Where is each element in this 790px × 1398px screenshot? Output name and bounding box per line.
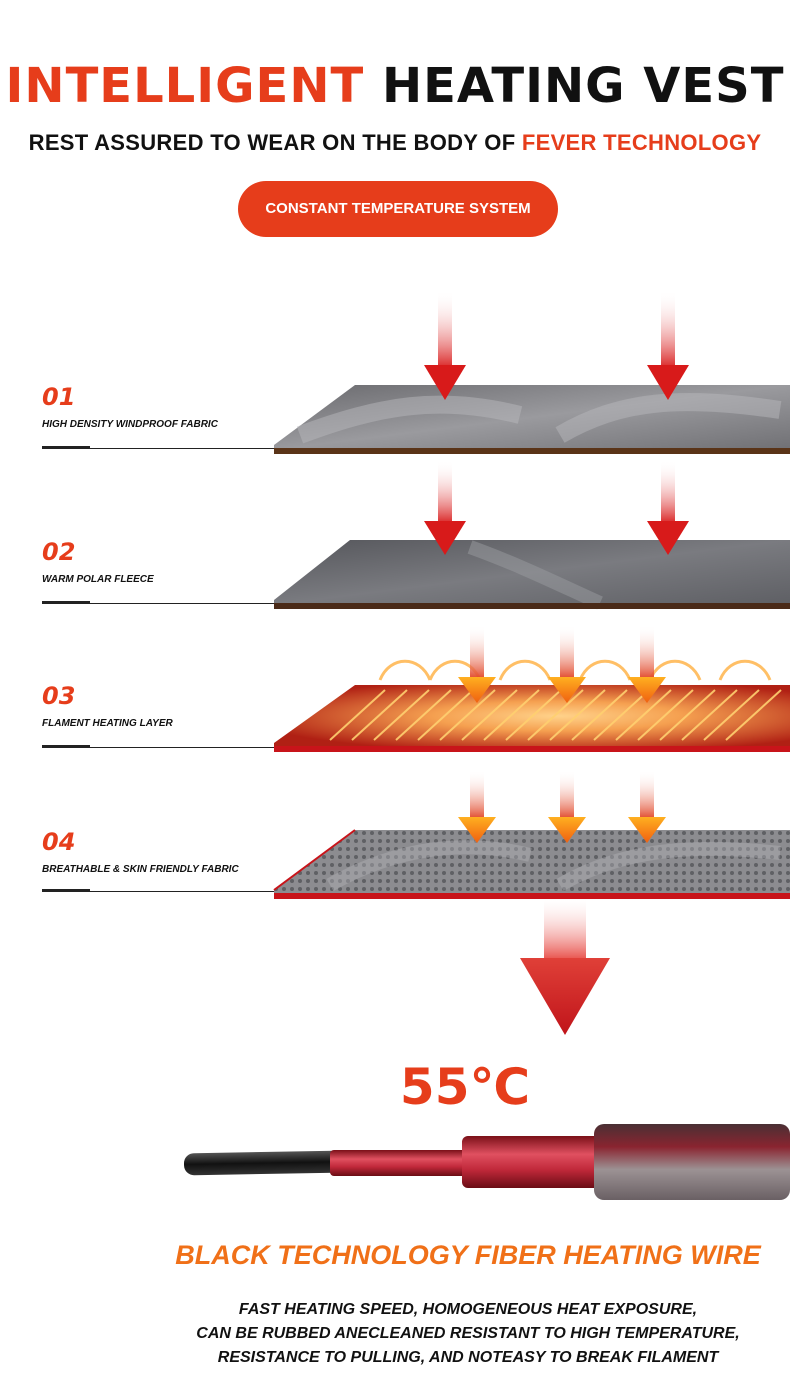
layer-number: 02 [42,538,76,566]
description-line: FAST HEATING SPEED, HOMOGENEOUS HEAT EXP… [238,1301,698,1318]
layer-divider-accent [42,601,90,604]
title-rest: HEATING VEST [381,58,785,114]
layer-diagram [273,290,790,899]
layer-number: 03 [42,682,76,710]
layer-divider-accent [42,745,90,748]
constant-temperature-pill: CONSTANT TEMPERATURE SYSTEM [238,181,558,237]
layer-label-1: 01 HIGH DENSITY WINDPROOF FABRIC [42,383,218,430]
subtitle-accent: FEVER TECHNOLOGY [521,130,762,155]
layer-label-4: 04 BREATHABLE & SKIN FRIENDLY FABRIC [42,828,239,875]
layer-divider [42,747,274,748]
layer-number: 04 [42,828,76,856]
layer-number: 01 [42,383,76,411]
temperature-readout: 55℃ [399,1058,531,1116]
layer-name: BREATHABLE & SKIN FRIENDLY FABRIC [42,864,239,875]
page-title: INTELLIGENT HEATING VEST [0,58,790,114]
layer-name: FLAMENT HEATING LAYER [42,718,173,729]
title-accent: INTELLIGENT [5,58,365,114]
layer-divider-accent [42,446,90,449]
layer-name: HIGH DENSITY WINDPROOF FABRIC [42,419,218,430]
heating-wire-image [183,1124,790,1200]
subtitle: REST ASSURED TO WEAR ON THE BODY OF FEVE… [0,130,790,156]
layer-name: WARM POLAR FLEECE [42,574,154,585]
layer-divider [42,448,274,449]
layer-divider [42,891,274,892]
wire-description: FAST HEATING SPEED, HOMOGENEOUS HEAT EXP… [0,1298,790,1370]
layer-divider [42,603,274,604]
big-down-arrow-icon [520,900,610,1035]
description-line: RESISTANCE TO PULLING, AND NOTEASY TO BR… [217,1349,719,1366]
description-line: CAN BE RUBBED ANECLEANED RESISTANT TO HI… [196,1325,740,1342]
wire-title: BLACK TECHNOLOGY FIBER HEATING WIRE [175,1240,761,1270]
layer-label-2: 02 WARM POLAR FLEECE [42,538,154,585]
layer-label-3: 03 FLAMENT HEATING LAYER [42,682,173,729]
subtitle-plain: REST ASSURED TO WEAR ON THE BODY OF [28,130,516,155]
layer-divider-accent [42,889,90,892]
